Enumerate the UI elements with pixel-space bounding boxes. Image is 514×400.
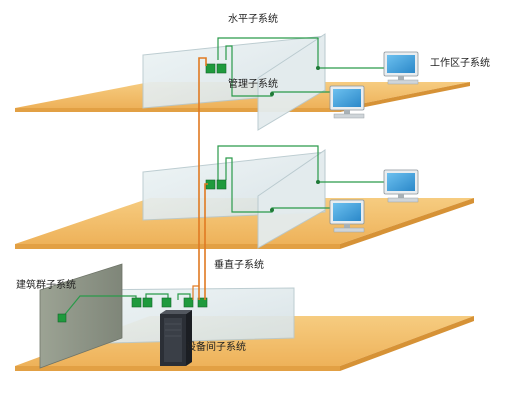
backbone-cable-2 xyxy=(204,183,208,300)
floor-1-connector-1 xyxy=(131,297,142,308)
label-admin-subsystem: 管理子系统 xyxy=(228,79,278,90)
label-work-area-subsystem: 工作区子系统 xyxy=(430,58,490,69)
floor-2-monitor-2 xyxy=(329,199,365,233)
floor-3-horizontal-cable-a xyxy=(217,37,390,69)
floor-2-side-wall xyxy=(257,149,326,249)
floor-1-connector-2 xyxy=(142,297,153,308)
floor-2 xyxy=(15,145,474,249)
floor-2-slab-edge xyxy=(15,244,340,249)
label-horizontal-subsystem: 水平子系统 xyxy=(228,14,278,25)
floor-2-admin-connector-2 xyxy=(216,179,227,190)
floor-1-connector-4 xyxy=(183,297,194,308)
floor-3-monitor-2 xyxy=(329,85,365,119)
campus-connector xyxy=(57,313,67,323)
label-equipment-room-subsystem: 设备间子系统 xyxy=(186,342,246,353)
label-campus-subsystem: 建筑群子系统 xyxy=(16,280,76,291)
floor-1-connector-3 xyxy=(161,297,172,308)
equipment-cabinet xyxy=(160,310,192,366)
label-vertical-subsystem: 垂直子系统 xyxy=(214,260,264,271)
floor-3-admin-connector-1 xyxy=(205,63,216,74)
floor-3-side-wall xyxy=(257,33,326,131)
vertical-backbone xyxy=(192,57,208,300)
floor-3-admin-connector-2 xyxy=(216,63,227,74)
floor-2-monitor-1 xyxy=(383,169,419,203)
floor-1-connector-5 xyxy=(197,297,208,308)
floor-3-monitor-1 xyxy=(383,51,419,85)
campus-wall xyxy=(39,263,123,369)
floor-1 xyxy=(15,263,474,371)
floor-3 xyxy=(15,33,470,131)
floor-2-horizontal-cable-a xyxy=(217,145,390,183)
backbone-cable-1 xyxy=(198,57,207,300)
floor-1-slab-edge xyxy=(15,366,340,371)
